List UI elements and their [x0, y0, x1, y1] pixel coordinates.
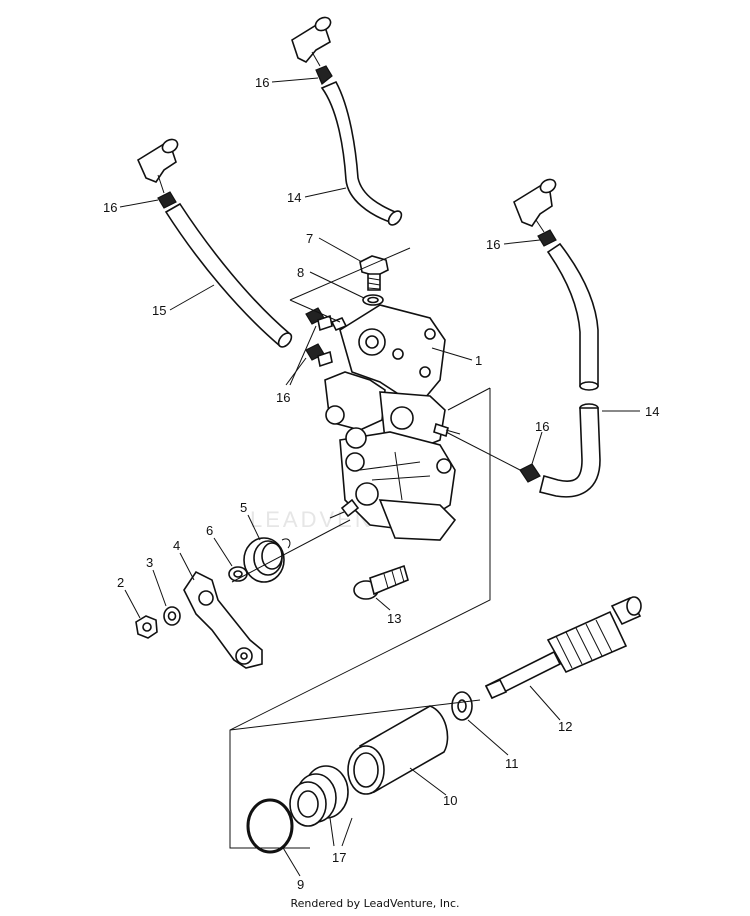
- callout-9: 9: [297, 877, 304, 892]
- oil-pump-body: [324, 304, 461, 541]
- washer-11: [451, 691, 473, 721]
- washer-3: [163, 606, 181, 626]
- hose-14-right-lower: [519, 403, 601, 498]
- callout-16-lower: 16: [535, 419, 549, 434]
- gear-shaft-12: [484, 596, 642, 700]
- spring-5: [243, 537, 291, 583]
- callout-11: 11: [505, 756, 519, 771]
- callout-leaders: [119, 77, 640, 877]
- callout-13: 13: [387, 611, 401, 626]
- callout-14-upper: 14: [287, 190, 301, 205]
- nozzle-top-center: [291, 16, 333, 85]
- callout-4: 4: [173, 538, 180, 553]
- nut-2: [135, 615, 158, 639]
- callout-3: 3: [146, 555, 153, 570]
- callout-16-right: 16: [486, 237, 500, 252]
- assembly-reference-lines: [229, 247, 521, 849]
- callout-12: 12: [558, 719, 572, 734]
- bolt-13: [353, 564, 409, 600]
- callout-8: 8: [297, 265, 304, 280]
- ring-9: [246, 798, 294, 854]
- callout-14-right: 14: [645, 404, 659, 419]
- callout-17: 17: [332, 850, 346, 865]
- seal-17: [289, 765, 349, 827]
- hose-15: [164, 202, 293, 348]
- hose-14-right-upper: [546, 242, 599, 391]
- callout-10: 10: [443, 793, 457, 808]
- callout-7: 7: [306, 231, 313, 246]
- clamp-16-pump-upper: [305, 307, 333, 332]
- hose-14-upper: [320, 80, 403, 226]
- sleeve-10: [347, 705, 449, 795]
- lever-4: [183, 570, 263, 669]
- clamp-16-pump-lower: [305, 343, 333, 368]
- callout-16-top: 16: [255, 75, 269, 90]
- callout-15: 15: [152, 303, 166, 318]
- callout-16-pump: 16: [276, 390, 290, 405]
- nozzle-top-right: [513, 178, 557, 247]
- callout-16-left: 16: [103, 200, 117, 215]
- callout-5: 5: [240, 500, 247, 515]
- callout-1: 1: [475, 353, 482, 368]
- bolt-7: [359, 255, 389, 291]
- callout-2: 2: [117, 575, 124, 590]
- callout-labels: 16 16 14 7 8 15 1 16 16 14 16 5 6 4 3 2 …: [103, 75, 659, 892]
- callout-6: 6: [206, 523, 213, 538]
- nozzle-top-left: [136, 138, 179, 209]
- washer-8: [362, 294, 384, 306]
- footer-credit: Rendered by LeadVenture, Inc.: [290, 897, 460, 910]
